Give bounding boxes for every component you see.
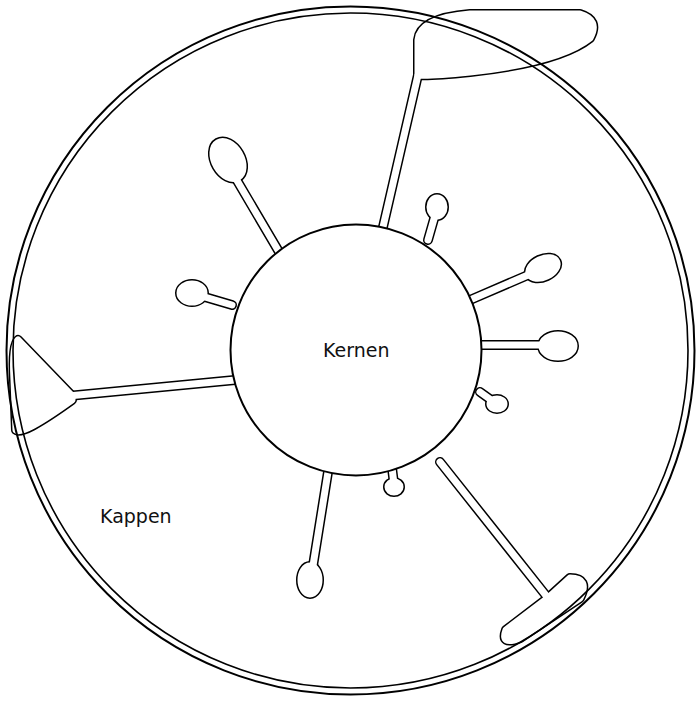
outer-cap-circle: Kappen Kernen	[5, 5, 696, 696]
region-label: Kernen	[323, 339, 389, 362]
outer-cap-circle	[7, 7, 695, 695]
inner-core-circle	[231, 225, 482, 476]
inner-core-circle: Kernen	[229, 223, 483, 477]
outer-cap-circle-inner-line	[13, 13, 688, 688]
region-label: Kappen	[100, 505, 172, 528]
